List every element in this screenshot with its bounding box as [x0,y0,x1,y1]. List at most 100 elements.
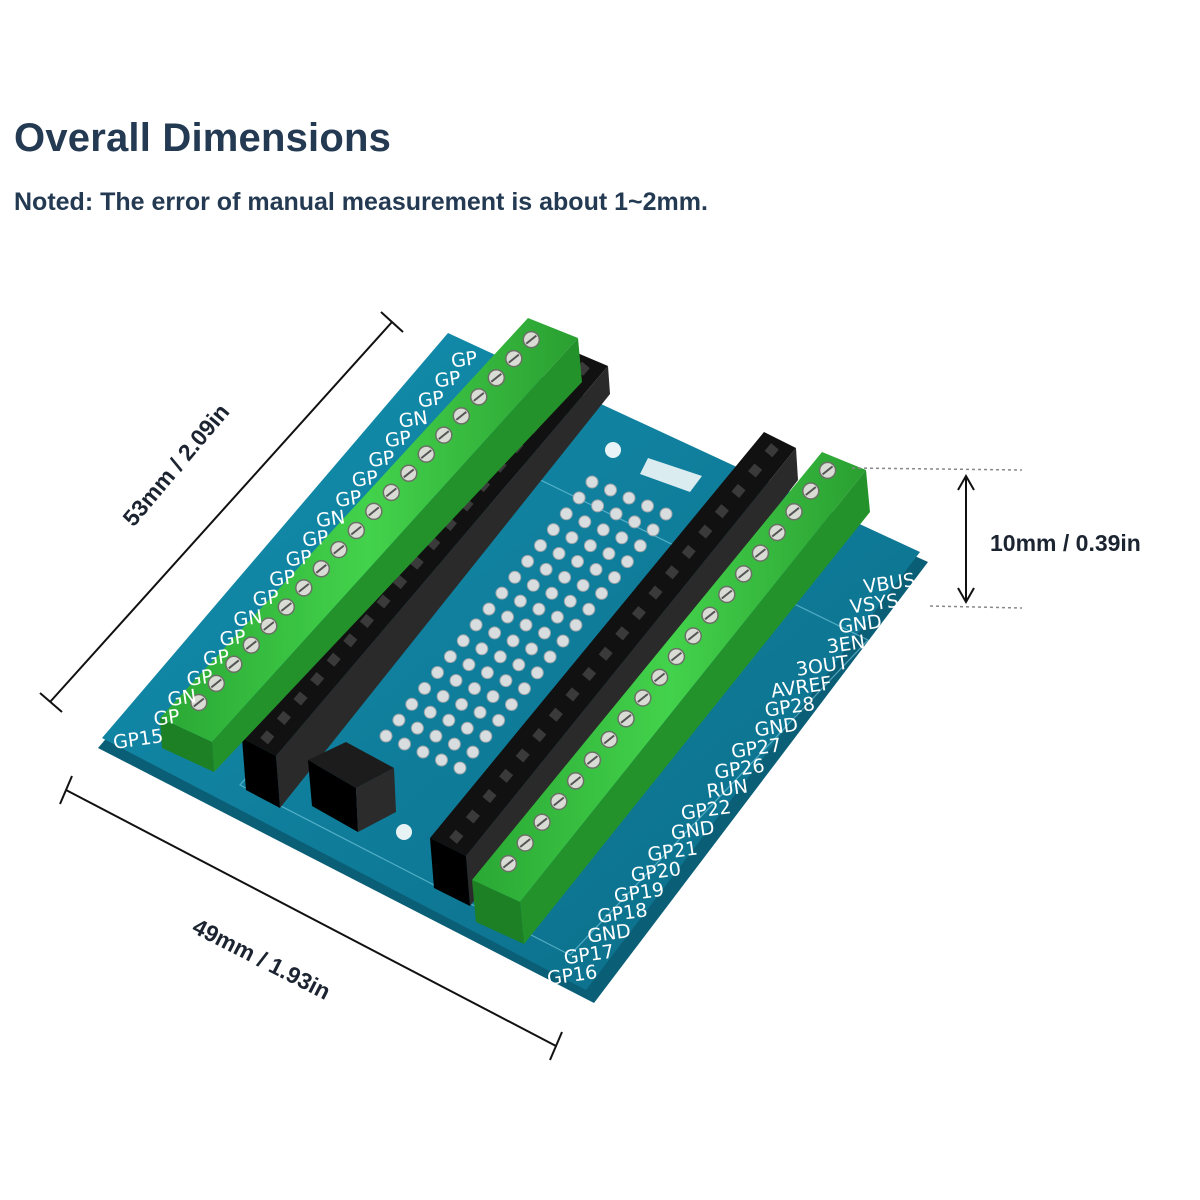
pin-label: GP [450,347,479,372]
header-slot [598,646,613,661]
width-label: 49mm / 1.93in [189,913,335,1005]
prototype-hole [609,507,623,521]
header-slot [681,544,696,559]
header-slot [359,613,374,628]
prototype-hole [449,674,463,687]
prototype-hole [473,705,487,719]
prototype-hole [620,555,634,569]
header-slot [376,594,391,609]
prototype-hole [585,475,599,489]
pin-label: GP [417,387,446,412]
prototype-hole [429,729,443,743]
page-title: Overall Dimensions [14,116,392,160]
left-terminal-screws [190,330,541,712]
left-pin-labels: GP15GPGNGPGPGPGNGPGPGPGPGNGPGPGPGPGNGPGP… [112,347,479,754]
prototype-hole [622,491,636,505]
header-slot [648,585,663,600]
header-slot [748,463,763,478]
prototype-hole [480,666,494,680]
prototype-hole [550,610,564,624]
pin-label: GP [367,447,396,472]
prototype-hole [583,539,597,553]
prototype-hole [628,515,642,529]
prototype-hole [416,745,430,759]
prototype-hole [447,737,461,751]
prototype-hole [479,729,493,743]
prototype-hole [602,547,616,561]
prototype-hole [423,705,437,719]
pin-label: GP [284,546,313,571]
pin-label: GP [268,566,297,591]
header-slot [714,504,729,519]
prototype-hole [572,491,586,505]
prototype-hole [546,523,560,537]
pin-label: GP [433,367,462,392]
prototype-hole [556,634,570,648]
prototype-hole [539,562,553,576]
pin-label: GP [218,626,247,651]
prototype-hole [443,650,457,664]
header-slot [343,633,358,648]
prototype-hole [435,753,448,767]
header-slot [548,707,563,722]
debug-header [308,742,396,832]
prototype-hole [608,571,621,584]
prototype-hole [595,586,609,600]
prototype-hole [508,570,522,584]
prototype-hole [633,539,647,553]
prototype-hole [431,666,444,679]
pin-label: GP [202,646,231,671]
prototype-hole [517,682,531,696]
header-slot [615,626,630,641]
prototype-hole [569,618,583,632]
prototype-hole [486,690,500,703]
pin-label: GP [351,467,380,492]
prototype-hole [582,602,596,616]
prototype-hole [501,610,514,624]
prototype-hole [495,586,509,600]
pin-label: 3EN [825,631,866,658]
prototype-hole [436,689,450,703]
header-slot [482,789,497,804]
prototype-hole [442,713,456,727]
header-slot [326,652,341,667]
header-slot [731,483,746,498]
pin-label: GN [232,606,264,632]
prototype-hole [604,483,617,497]
header-slot [764,443,779,458]
prototype-hole [410,721,424,735]
header-slot [698,524,713,539]
pin-label: GP [334,486,363,511]
prototype-hole [545,586,559,600]
header-slot [465,809,480,824]
header-slot [565,687,580,702]
measurement-note: Noted: The error of manual measurement i… [14,188,708,216]
prototype-hole [512,658,526,672]
prototype-hole [559,507,573,521]
pin-label: GP [384,427,413,452]
prototype-hole [468,682,481,695]
header-slot [293,691,308,706]
prototype-hole [499,674,513,688]
prototype-hole [615,531,629,545]
prototype-hole [488,626,502,640]
pin-label: GN [315,506,347,532]
prototype-hole [379,729,393,743]
prototype-hole [563,594,577,608]
prototype-hole [493,650,507,664]
prototype-hole [398,737,411,751]
prototype-hole [571,555,584,568]
prototype-hole [462,658,476,672]
header-slot [582,666,597,682]
prototype-hole [646,523,660,537]
pin-label: GP [251,586,280,611]
length-label: 53mm / 2.09in [117,399,234,531]
prototype-hole [519,618,533,632]
prototype-hole [392,713,406,727]
prototype-hole [558,570,572,584]
left-terminal-block [160,318,582,772]
prototype-hole [589,563,603,576]
prototype-hole [469,618,483,632]
pin-label: GP [152,705,181,730]
pin-label: GP [185,665,214,690]
